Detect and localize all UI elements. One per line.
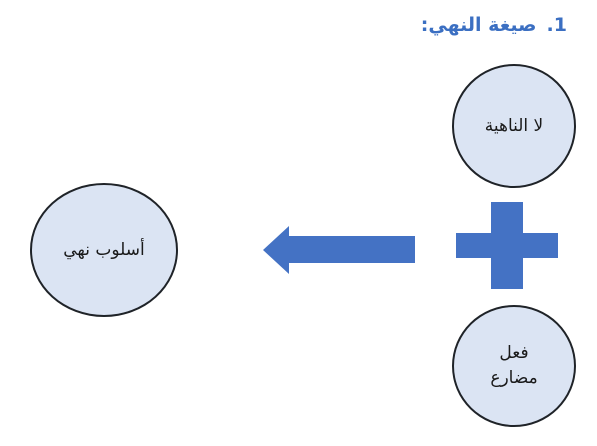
section-heading: 1. صيغة النهي:	[421, 14, 567, 36]
prohibition-style-circle: أسلوب نهي	[30, 183, 178, 317]
present-verb-label-2: مضارع	[490, 368, 538, 388]
arrow-left-icon	[263, 226, 415, 274]
prohibition-style-label: أسلوب نهي	[63, 239, 145, 260]
heading-text: صيغة النهي:	[420, 14, 537, 36]
heading-number: 1.	[546, 14, 567, 36]
present-verb-circle: فعل مضارع	[452, 305, 576, 427]
plus-icon	[456, 202, 558, 289]
la-nahiya-label: لا الناهية	[484, 115, 544, 136]
present-verb-label-1: فعل	[499, 343, 529, 364]
la-nahiya-circle: لا الناهية	[452, 64, 576, 188]
